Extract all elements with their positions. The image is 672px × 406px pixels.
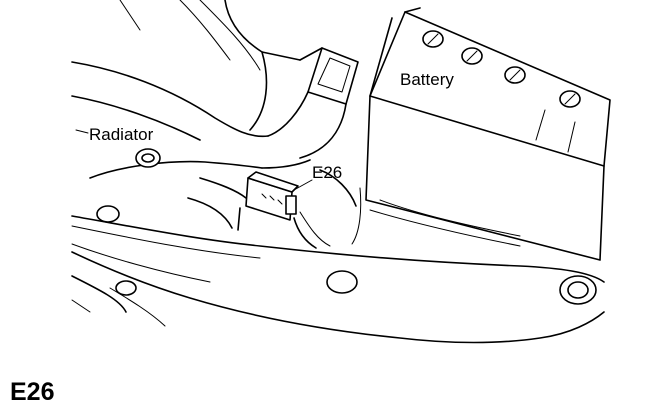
radiator-mount-bolt	[135, 148, 161, 168]
front-crossmember	[71, 215, 605, 344]
radiator-support-outline	[71, 0, 301, 179]
e26-leader-line	[293, 179, 313, 191]
e26-connector-label: E26	[312, 163, 342, 182]
battery-body	[365, 7, 611, 261]
radiator-leader-line	[75, 129, 89, 134]
figure-caption: E26	[10, 378, 54, 406]
battery-cell-caps	[422, 30, 581, 108]
e26-connector	[237, 171, 317, 249]
lower-left-bodywork	[71, 205, 166, 327]
radiator-label: Radiator	[89, 125, 154, 144]
wiring-harness	[187, 159, 362, 247]
battery-clamp	[267, 47, 359, 159]
battery-label: Battery	[400, 70, 454, 89]
